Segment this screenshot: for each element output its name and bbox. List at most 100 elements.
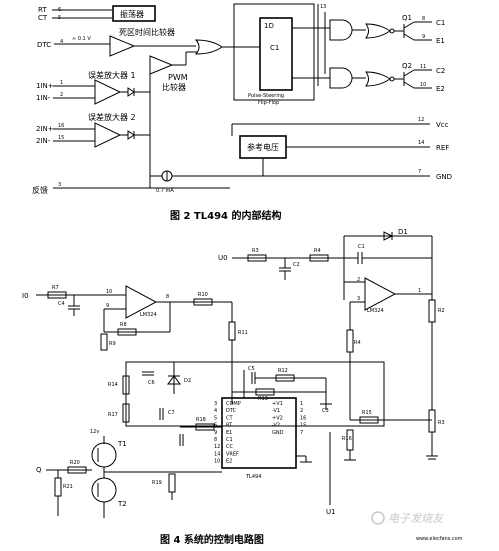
r10-resistor [193, 298, 213, 306]
r8-resistor [117, 328, 137, 336]
r17-resistor [122, 403, 130, 423]
pin-oc-number: 13 [320, 4, 326, 10]
tl494-right-pin-label: +V1 [272, 401, 283, 407]
lm324-1-label: LM324 [140, 312, 157, 318]
ea1-label: 误差放大器 1 [88, 70, 136, 80]
tl494-right-pin-label: -V2 [272, 423, 280, 429]
pwm-comparator [149, 55, 174, 75]
tl494-right-pin-label: +V2 [272, 415, 283, 421]
t1-transistor [91, 442, 117, 468]
lm324-opamp-2 [364, 277, 397, 311]
pin-feedback-number: 3 [58, 182, 61, 188]
r10-label: R10 [198, 292, 208, 298]
tl494-left-pin-label: C1 [226, 437, 233, 443]
r9-label: R9 [109, 341, 116, 347]
error-amp-2 [94, 122, 122, 148]
tl494-left-pin-label: RT [226, 423, 233, 429]
pin-1inm-number: 2 [60, 92, 63, 98]
pin-2inp-label: 2IN+ [36, 125, 54, 133]
pin-2inm-number: 15 [58, 135, 64, 141]
u1-output-label: U1 [326, 508, 336, 516]
t1-label: T1 [117, 440, 127, 448]
r2-resistor [428, 299, 436, 323]
offset-label: ≈ 0.1 V [72, 36, 91, 42]
opamp1-pin10: 10 [106, 289, 112, 295]
tl494-right-pin-label: -V1 [272, 408, 280, 414]
watermark-logo-icon [371, 511, 385, 525]
r16-label: R16 [342, 436, 352, 442]
pin-1inm-label: 1IN- [36, 94, 51, 102]
current-label: 0.7 mA [156, 188, 174, 194]
r13-label: R13 [258, 396, 268, 402]
fig2-internal-structure: RT CT 6 5 振荡器 DTC 4 ≈ 0.1 V 死区时间比较器 误差放大… [32, 3, 452, 222]
oscillator-block [112, 5, 156, 22]
pin-c1-number: 8 [422, 16, 425, 22]
c4-label: C4 [58, 301, 65, 307]
tl494-right-pin-label: GND [272, 430, 284, 436]
q1-label: Q1 [402, 14, 412, 22]
ea2-label: 误差放大器 2 [88, 112, 136, 122]
t2-transistor [91, 477, 117, 503]
ff-d-label: 1D [264, 22, 274, 30]
tl494-right-pin-number: 7 [300, 430, 303, 436]
fig4-caption: 图 4 系统的控制电路图 [160, 533, 264, 546]
tl494-left-pin-number: 5 [214, 415, 217, 421]
pin-e2-label: E2 [436, 85, 445, 93]
c1-label: C1 [358, 244, 365, 250]
pin-2inm-label: 2IN- [36, 137, 51, 145]
and-gate-1 [329, 19, 353, 41]
r12-resistor [275, 374, 295, 382]
lm324-opamp-1 [125, 285, 158, 319]
d1-label: D1 [398, 228, 408, 236]
control-frame [125, 361, 385, 427]
i0-label: I0 [22, 292, 29, 300]
r8-label: R8 [120, 322, 127, 328]
pin-gnd-number: 7 [418, 169, 421, 175]
q-label: Q [36, 466, 42, 474]
tl494-left-pin-label: E1 [226, 430, 232, 436]
d1-diode [383, 231, 394, 241]
r2-label: R2 [438, 308, 445, 314]
tl494-left-pin-number: 9 [214, 430, 217, 436]
r15-resistor [359, 416, 379, 424]
c7-label: C7 [168, 410, 175, 416]
nor-gate-2 [365, 71, 391, 87]
v12-label: 12v [90, 429, 99, 435]
tl494-left-pin-label: VREF [226, 451, 239, 457]
tl494-left-pin-label: CT [226, 415, 233, 421]
r11-label: R11 [238, 330, 248, 336]
r3-resistor [247, 254, 267, 262]
tl494-left-pin-label: DTC [226, 408, 237, 414]
c2-label: C2 [293, 262, 300, 268]
pin-e2-number: 10 [420, 82, 426, 88]
pin-ref-label: REF [436, 144, 449, 152]
tl494-left-pin-label: E2 [226, 459, 232, 465]
pin-vcc-number: 12 [418, 117, 424, 123]
watermark: 电子发烧友 www.elecfans.com [371, 511, 463, 542]
vref-label: 参考电压 [247, 142, 279, 152]
r4-top-resistor [309, 254, 329, 262]
c6-label: C6 [148, 380, 155, 386]
c5-label: C5 [248, 366, 255, 372]
tl494-right-pin-number: 16 [300, 415, 306, 421]
fig4-control-circuit: U0 R3 R4 C2 D1 C1 LM324 2 3 1 R2 [22, 228, 445, 546]
or-gate [194, 39, 223, 55]
ff-label-2: Flip-Flop [258, 100, 279, 106]
tl494-left-pin-number: 4 [214, 408, 217, 414]
r19-resistor [168, 473, 176, 493]
pin-c2-number: 11 [420, 64, 426, 70]
deadtime-comparator [109, 35, 136, 57]
nor-gate-1 [365, 23, 391, 39]
and-gate-2 [329, 67, 353, 89]
tl494-left-pin-number: 6 [214, 423, 217, 429]
pin-vcc-label: Vcc [436, 121, 449, 129]
pin-gnd-label: GND [436, 173, 452, 181]
fig2-caption: 图 2 TL494 的内部结构 [170, 209, 281, 222]
pin-rt-label: RT [38, 6, 47, 14]
r21-resistor [54, 477, 62, 497]
watermark-url: www.elecfans.com [416, 536, 463, 542]
